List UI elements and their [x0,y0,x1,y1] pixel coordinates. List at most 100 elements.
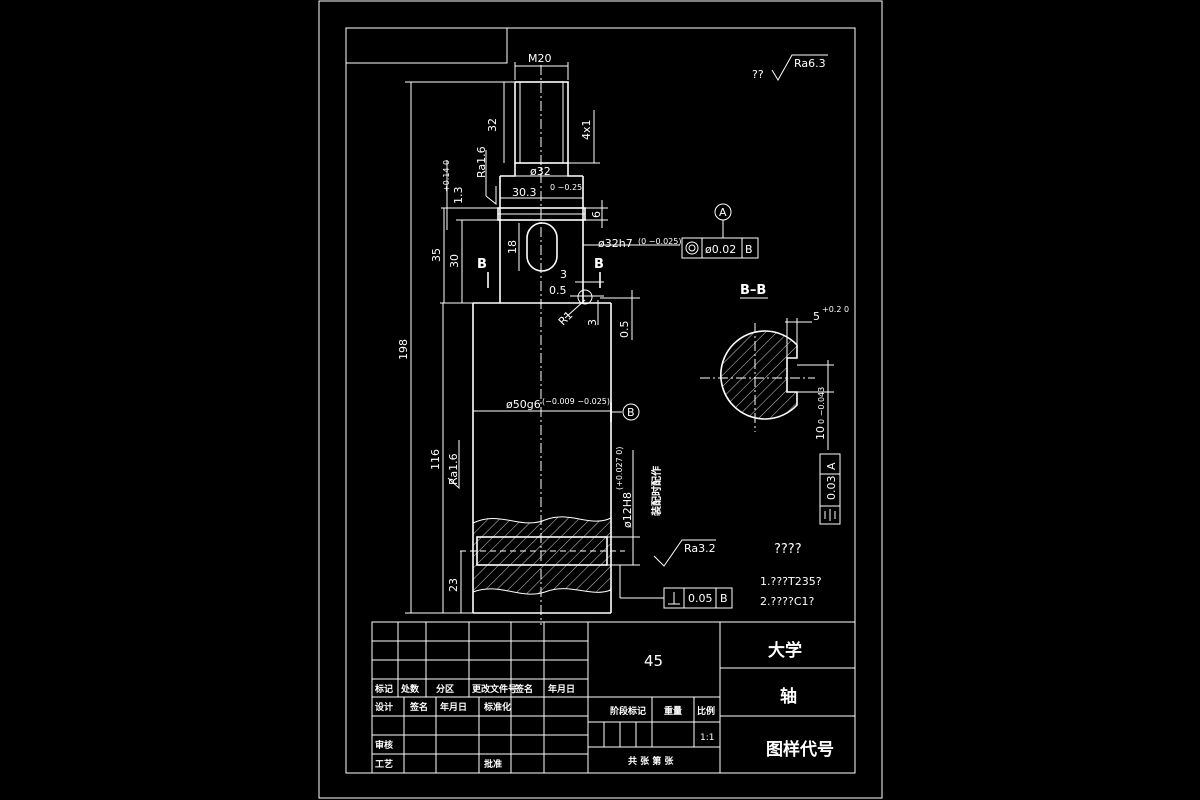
svg-text:??: ?? [752,68,764,81]
tb-process: 工艺 [375,758,393,770]
svg-text:30: 30 [448,254,461,268]
drawing-code: 图样代号 [766,739,834,760]
tb-scale-value: 1:1 [700,733,714,743]
svg-text:ø32: ø32 [530,165,551,178]
svg-text:+0.14 0: +0.14 0 [442,160,451,192]
svg-text:(+0.027 0): (+0.027 0) [615,447,624,490]
code-box [346,28,508,64]
part-name: 轴 [780,686,797,707]
svg-text:M20: M20 [528,52,552,65]
svg-text:(0 −0.025): (0 −0.025) [638,237,681,246]
svg-text:0.5: 0.5 [549,284,567,297]
svg-text:Ra3.2: Ra3.2 [684,542,716,555]
svg-text:B: B [627,406,635,419]
tb-date: 年月日 [548,683,575,695]
dim-6: 6 [585,200,608,228]
dim-dia32: ø32 [500,165,583,178]
svg-text:Ra1.6: Ra1.6 [475,146,488,178]
svg-text:B–B: B–B [740,283,766,298]
dim-dia12h8: ø12H8 (+0.027 0) 装配时配作 [607,447,663,566]
svg-text:ø0.02: ø0.02 [705,243,736,256]
tb-mark: 标记 [374,683,393,695]
svg-text:1.3: 1.3 [452,187,465,205]
section-view-bb: B–B 5 +0.2 0 10 0 −0.043 [700,283,849,450]
svg-text:B: B [720,592,728,605]
svg-text:32: 32 [486,118,499,132]
roughness-ra16-left: Ra1.6 [447,440,460,490]
svg-text:0.05: 0.05 [688,592,713,605]
svg-text:0 −0.25: 0 −0.25 [550,183,582,192]
svg-text:????: ???? [774,542,802,557]
shaft-main-view [460,65,625,625]
svg-text:Ra6.3: Ra6.3 [794,57,826,70]
dim-chamfer: 4x1 [568,110,600,164]
svg-text:23: 23 [447,578,460,592]
section-hatch [472,516,612,595]
svg-text:4x1: 4x1 [580,119,593,140]
tb-stage: 阶段标记 [610,705,646,717]
dim-30-3: 30.3 0 −0.25 [500,183,583,199]
coaxiality-frame: ø0.02 B [681,237,759,259]
svg-text:+0.2 0: +0.2 0 [822,305,849,314]
svg-text:ø32h7: ø32h7 [598,237,633,250]
section-marker-right: B [594,257,604,288]
tb-sheets: 共 张 第 张 [628,755,674,767]
tb-sign: 签名 [514,683,533,695]
dim-198: 198 [397,81,514,614]
tb-count: 处数 [400,683,420,695]
svg-text:ø12H8: ø12H8 [621,492,634,528]
material: 45 [644,652,663,670]
tb-change-doc: 更改文件号 [472,683,517,695]
svg-text:35: 35 [430,248,443,262]
dim-detail-step: 3 0.5 R1 3 0.5 [549,268,640,340]
detail-circle [577,289,593,305]
tb-scale-label: 比例 [697,705,715,717]
tb-design-sign: 签名 [409,701,428,713]
roughness-ra32: Ra3.2 [653,539,716,567]
svg-text:ø50g6: ø50g6 [506,398,541,411]
datum-a: A [714,203,732,238]
section-marker-left: B [477,257,489,288]
svg-text:3: 3 [586,319,599,326]
svg-text:10: 10 [814,426,827,440]
tb-approve: 批准 [484,758,502,770]
svg-text:(−0.009 −0.025): (−0.009 −0.025) [542,397,610,406]
svg-text:A: A [825,462,838,470]
dim-dia50g6: ø50g6 (−0.009 −0.025) B [473,397,640,422]
dim-m20: M20 [514,52,569,80]
tb-design: 设计 [375,701,393,713]
dim-18: 18 [506,223,520,271]
cross-hole [476,536,608,566]
svg-text:6: 6 [590,211,603,218]
svg-text:3: 3 [560,268,567,281]
dim-23: 23 [447,551,462,613]
tb-standardization: 标准化 [483,701,511,713]
roughness-ra16-top: Ra1.6 [475,146,497,206]
svg-text:0.03: 0.03 [825,476,838,501]
svg-text:装配时配作: 装配时配作 [650,466,663,517]
svg-text:Ra1.6: Ra1.6 [447,453,460,485]
tb-weight: 重量 [664,705,682,717]
svg-text:B: B [745,243,753,256]
svg-text:5: 5 [813,310,820,323]
dim-dia32h7: ø32h7 (0 −0.025) [583,237,681,250]
dim-32: 32 [486,81,514,163]
svg-text:B: B [477,257,487,272]
outer-border [318,0,883,799]
svg-text:198: 198 [397,339,410,360]
title-block [371,621,856,774]
keyway-slot [526,222,558,272]
svg-text:A: A [719,206,727,219]
svg-text:B: B [594,257,604,272]
svg-text:18: 18 [506,240,519,254]
tb-zone: 分区 [436,683,454,695]
global-roughness: ?? Ra6.3 [752,54,828,81]
dim-35-30: 35 30 [430,208,498,304]
tb-review: 审核 [375,739,393,751]
dim-1-3: 1.3 +0.14 0 [441,160,498,230]
svg-text:0.5: 0.5 [618,321,631,339]
svg-text:2.????C1?: 2.????C1? [760,595,815,608]
svg-text:30.3: 30.3 [512,186,537,199]
symmetry-frame: 0.03 A [819,453,841,525]
